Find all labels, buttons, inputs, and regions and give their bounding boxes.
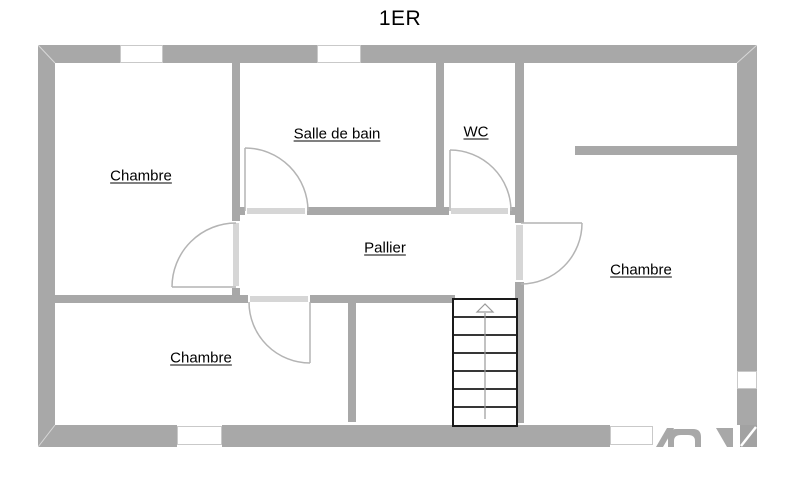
door-sill-chambre-tl [233, 223, 239, 286]
wall-pallier-bottom-b [310, 295, 455, 303]
watermark [653, 425, 757, 447]
wall-outer-top [38, 45, 757, 63]
room-label-wc: WC [463, 123, 489, 141]
wall-outer-right-upper [737, 45, 757, 371]
wall-outer-bottom-left [38, 425, 177, 447]
room-label-chambre-top-left: Chambre [110, 167, 172, 185]
corner-mitres [37, 44, 758, 448]
window-right [737, 371, 757, 389]
wall-chambre-sdb-stub [232, 287, 240, 295]
wall-pallier-top-b [307, 207, 449, 215]
floor-title: 1ER [378, 7, 422, 30]
room-label-pallier: Pallier [364, 239, 406, 257]
wall-outer-left [38, 45, 55, 447]
door-sill-chambre-right [516, 225, 523, 280]
door-sill-sdb [247, 208, 305, 214]
wall-pallier-bottom-a [55, 295, 248, 303]
door-arc [248, 301, 311, 364]
wall-chambre-sdb-upper [232, 63, 240, 222]
door-swing-wc [449, 149, 512, 212]
wall-pallier-top-a [240, 207, 245, 215]
window-top-1 [120, 45, 163, 63]
window-top-2 [317, 45, 361, 63]
room-label-chambre-right: Chambre [610, 261, 672, 279]
door-swing-chambre-right [520, 222, 583, 285]
wall-outer-bottom-center [222, 425, 610, 447]
door-swing-sdb [244, 147, 309, 212]
door-arc [520, 222, 583, 285]
window-bottom-1 [177, 426, 222, 445]
wall-chambre-right-nook [575, 146, 737, 155]
door-swing-chambre-tl [171, 222, 237, 288]
staircase [452, 298, 518, 427]
door-swing-chambre-bl [248, 301, 311, 364]
door-arc [244, 147, 309, 212]
room-label-salle-de-bain: Salle de bain [293, 125, 381, 143]
wall-pallier-right-lower [515, 282, 524, 423]
wall-wc-chambre-upper [515, 63, 524, 223]
door-arc [449, 149, 512, 212]
door-sill-chambre-bl [250, 296, 308, 302]
wall-chambre-bl-right [348, 303, 356, 422]
door-sill-wc [451, 208, 508, 214]
window-bottom-2 [610, 426, 653, 445]
door-arc [171, 222, 237, 288]
wall-sdb-wc [436, 63, 444, 215]
up-arrow-icon [475, 303, 495, 313]
room-label-chambre-bottom-left: Chambre [170, 349, 232, 367]
wall-pallier-top-c [510, 207, 524, 215]
